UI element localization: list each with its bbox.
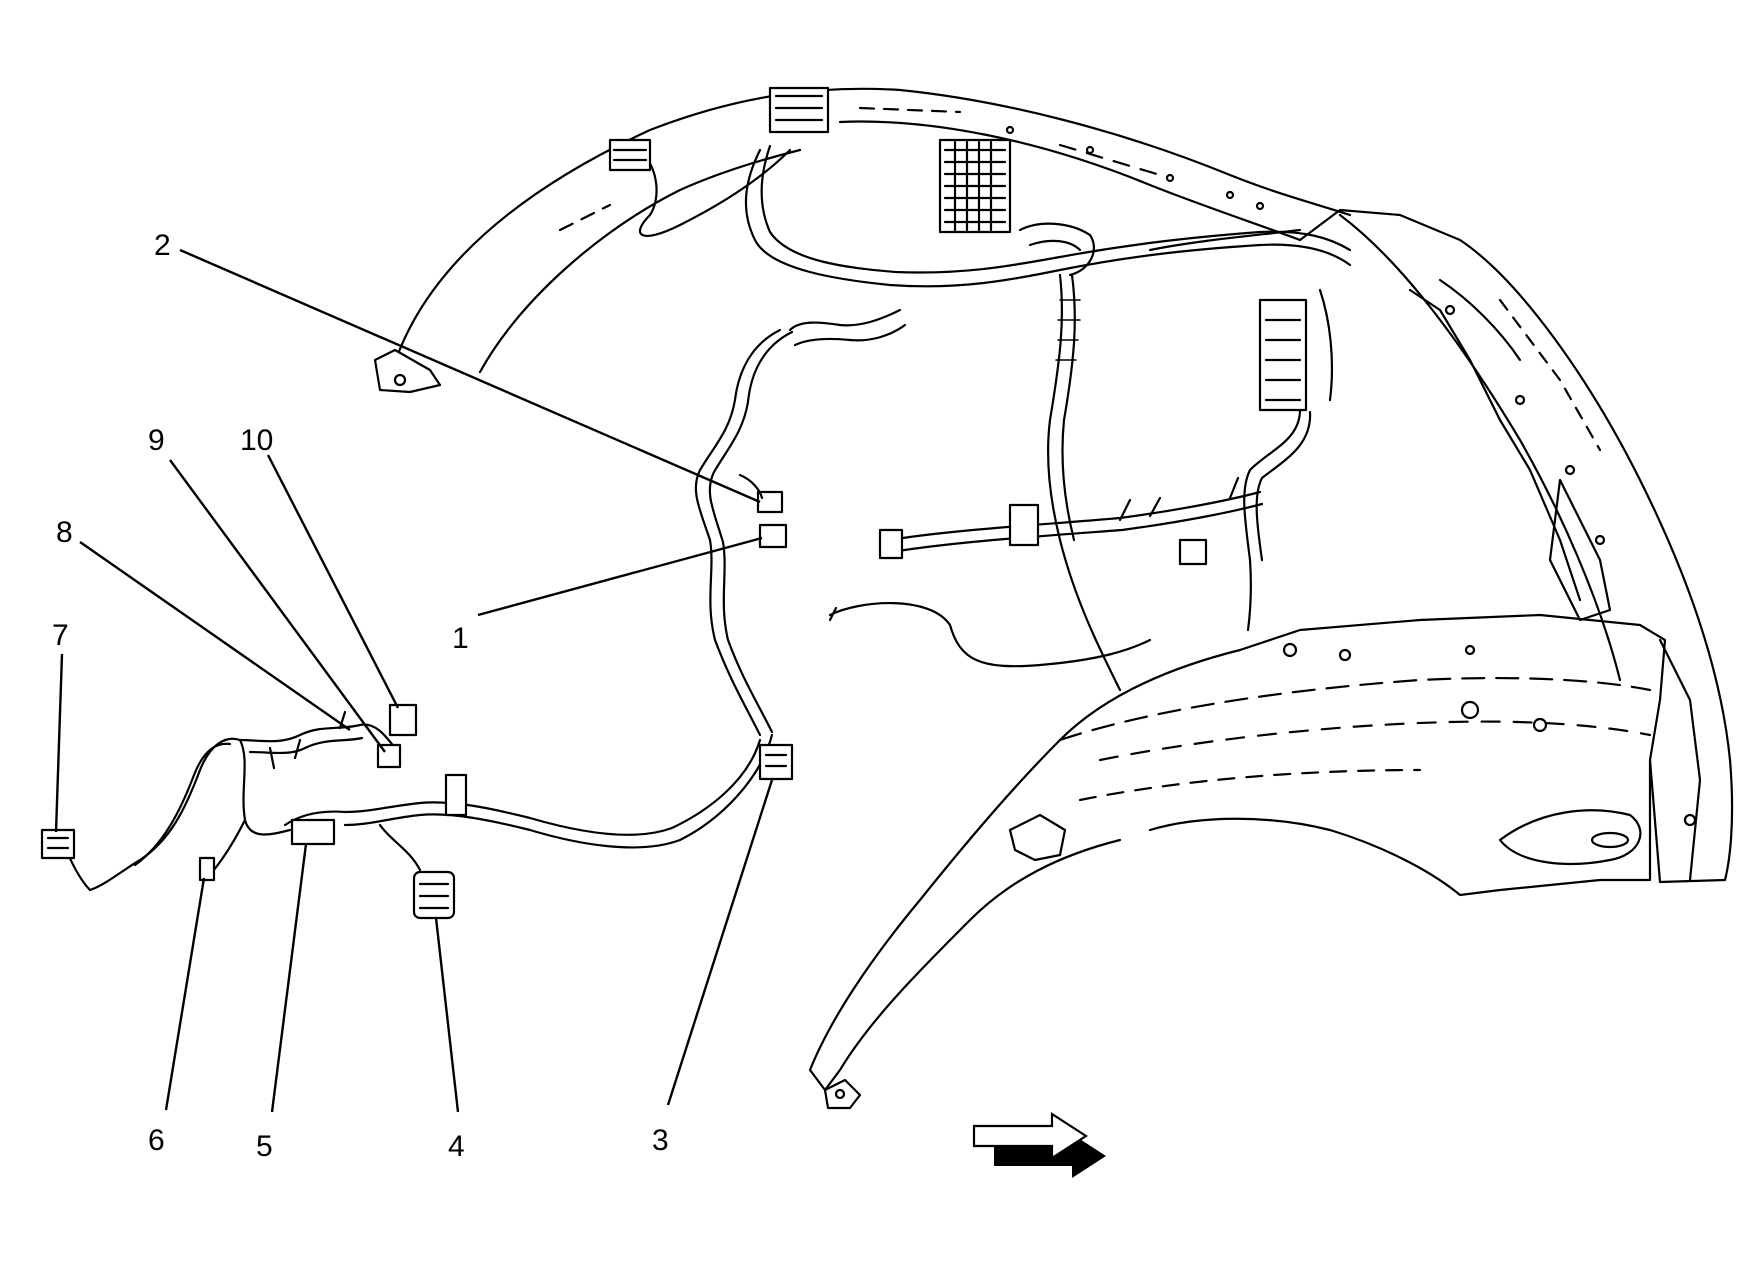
callout-10: 10 bbox=[240, 424, 273, 457]
leader-line-10 bbox=[266, 454, 400, 709]
callout-1: 1 bbox=[452, 622, 469, 655]
callout-7: 7 bbox=[52, 619, 69, 652]
callout-5: 5 bbox=[256, 1130, 273, 1163]
rear-body-panel bbox=[1298, 208, 1734, 884]
callout-3: 3 bbox=[652, 1124, 669, 1157]
leader-line-1 bbox=[477, 536, 763, 617]
upper-harness bbox=[608, 86, 1352, 692]
callout-leaders bbox=[54, 248, 774, 1113]
mid-harness-branch bbox=[828, 476, 1264, 668]
leader-line-6 bbox=[164, 877, 206, 1111]
callout-6: 6 bbox=[148, 1124, 165, 1157]
leader-line-5 bbox=[270, 843, 308, 1113]
leader-line-9 bbox=[169, 459, 386, 753]
callout-2: 2 bbox=[154, 229, 171, 262]
callout-8: 8 bbox=[56, 516, 73, 549]
leader-line-7 bbox=[54, 653, 64, 833]
main-harness-run bbox=[40, 308, 907, 920]
wheel-house-panel bbox=[808, 613, 1702, 1110]
callout-9: 9 bbox=[148, 424, 165, 457]
leader-line-4 bbox=[434, 917, 460, 1113]
leader-line-3 bbox=[666, 779, 774, 1106]
callout-labels: 1 2 3 4 5 6 7 8 9 10 bbox=[52, 229, 669, 1163]
callout-4: 4 bbox=[448, 1130, 465, 1163]
roof-rail-arch bbox=[373, 87, 1352, 394]
leader-line-8 bbox=[79, 541, 351, 731]
leader-line-2 bbox=[179, 248, 761, 504]
forward-arrow-icon bbox=[972, 1111, 1106, 1178]
